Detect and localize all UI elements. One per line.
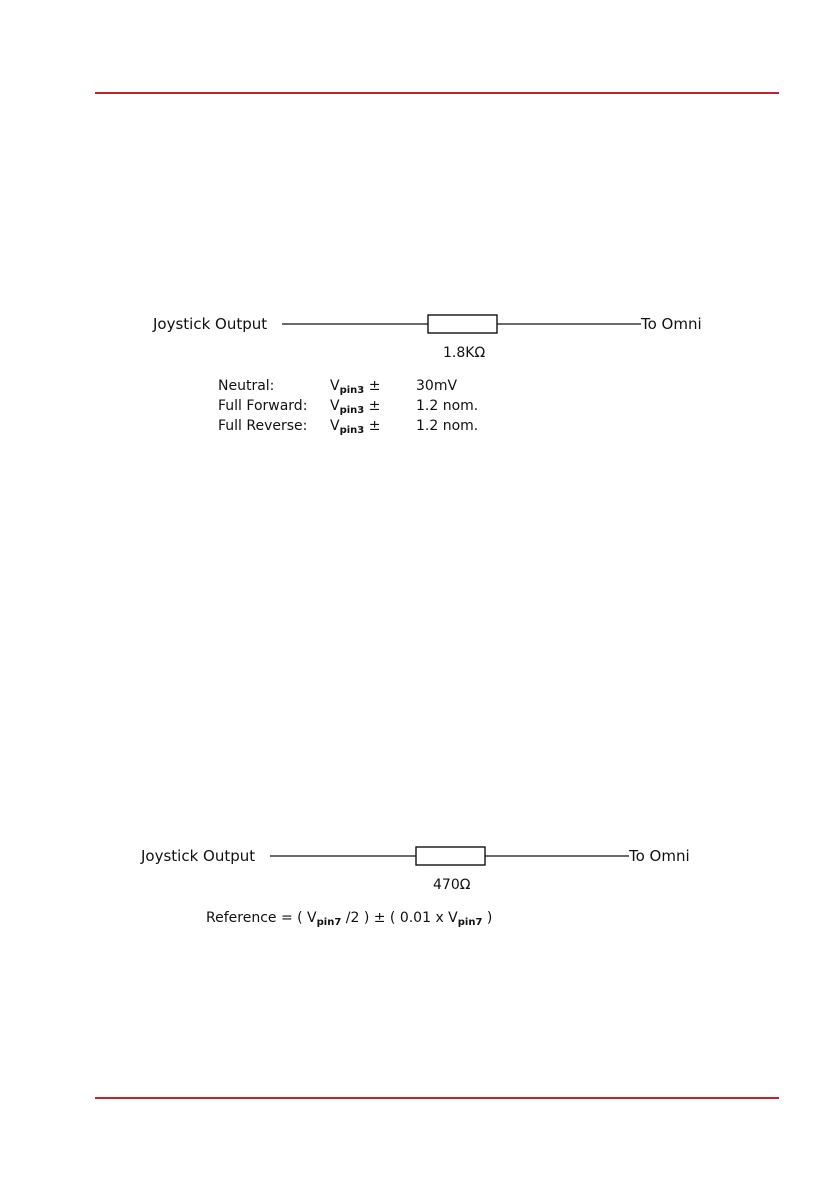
row-symbol: Vpin3 ± (330, 416, 416, 436)
circuit-diagram-1: Joystick Output To Omni 1.8KΩ (0, 300, 840, 350)
resistor-value: 470Ω (433, 877, 470, 893)
row-symbol: Vpin3 ± (330, 376, 416, 396)
row-name: Full Reverse: (218, 416, 330, 436)
header-rule (95, 92, 779, 94)
row-name: Full Forward: (218, 396, 330, 416)
resistor (416, 847, 485, 865)
spec-row-full-forward: Full Forward: Vpin3 ± 1.2 nom. (218, 396, 478, 416)
circuit-diagram-2: Joystick Output To Omni 470Ω (0, 832, 840, 882)
row-value: 1.2 nom. (416, 416, 478, 436)
row-value: 30mV (416, 376, 478, 396)
circuit-1-svg (0, 300, 840, 350)
resistor (428, 315, 497, 333)
reference-formula: Reference = ( Vpin7 /2 ) ± ( 0.01 x Vpin… (206, 908, 492, 928)
to-omni-label: To Omni (629, 847, 690, 865)
voltage-spec-table: Neutral: Vpin3 ± 30mV Full Forward: Vpin… (218, 376, 478, 436)
row-value: 1.2 nom. (416, 396, 478, 416)
row-name: Neutral: (218, 376, 330, 396)
spec-row-full-reverse: Full Reverse: Vpin3 ± 1.2 nom. (218, 416, 478, 436)
footer-rule (95, 1097, 779, 1099)
resistor-value: 1.8KΩ (443, 345, 485, 361)
to-omni-label: To Omni (641, 315, 702, 333)
circuit-2-svg (0, 832, 840, 882)
spec-row-neutral: Neutral: Vpin3 ± 30mV (218, 376, 478, 396)
row-symbol: Vpin3 ± (330, 396, 416, 416)
